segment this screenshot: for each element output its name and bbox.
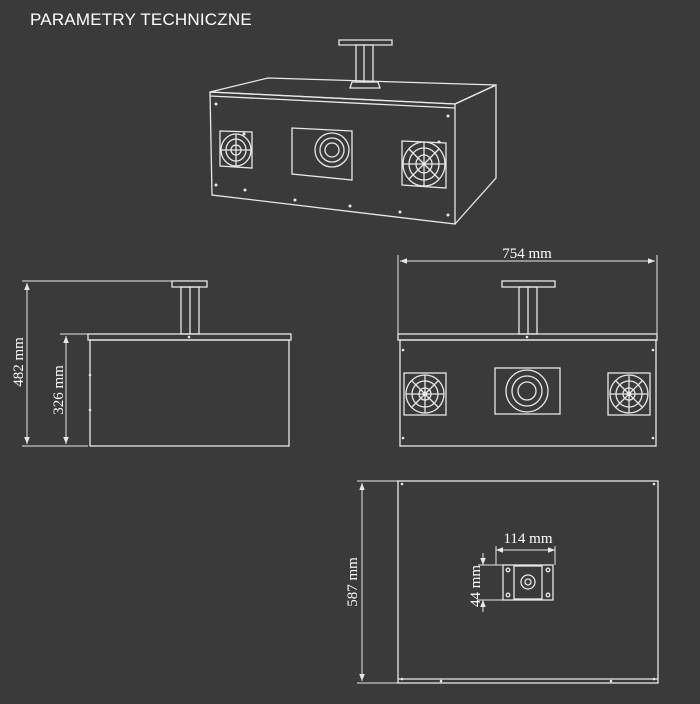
dim-total-height: 482 mm [11, 337, 27, 387]
perspective-mount [338, 39, 393, 89]
side-view-body [89, 339, 290, 447]
top-view-body [397, 480, 659, 684]
perspective-lens-window [291, 127, 353, 181]
dim-width: 754 mm [502, 246, 552, 262]
perspective-right-fan-icon [401, 140, 447, 189]
dim-mount-height: 44 mm [468, 565, 484, 607]
front-view [397, 255, 658, 447]
page-title: PARAMETRY TECHNICZNE [30, 10, 252, 29]
front-view-lens-window [494, 367, 561, 415]
dim-depth: 587 mm [345, 557, 361, 607]
perspective-view [209, 39, 497, 225]
side-view [22, 280, 292, 447]
side-view-mount-plate [171, 280, 208, 288]
perspective-side-face [454, 83, 497, 225]
front-view-lens [505, 369, 549, 413]
top-view [357, 480, 659, 684]
dim-mount-width: 114 mm [503, 531, 552, 547]
dim-body-height: 326 mm [51, 365, 67, 415]
perspective-left-fan-icon [219, 130, 253, 169]
front-view-body [399, 339, 657, 447]
top-view-mount-plate [502, 564, 554, 601]
front-view-mount-plate [501, 280, 556, 288]
perspective-lens [314, 132, 350, 168]
